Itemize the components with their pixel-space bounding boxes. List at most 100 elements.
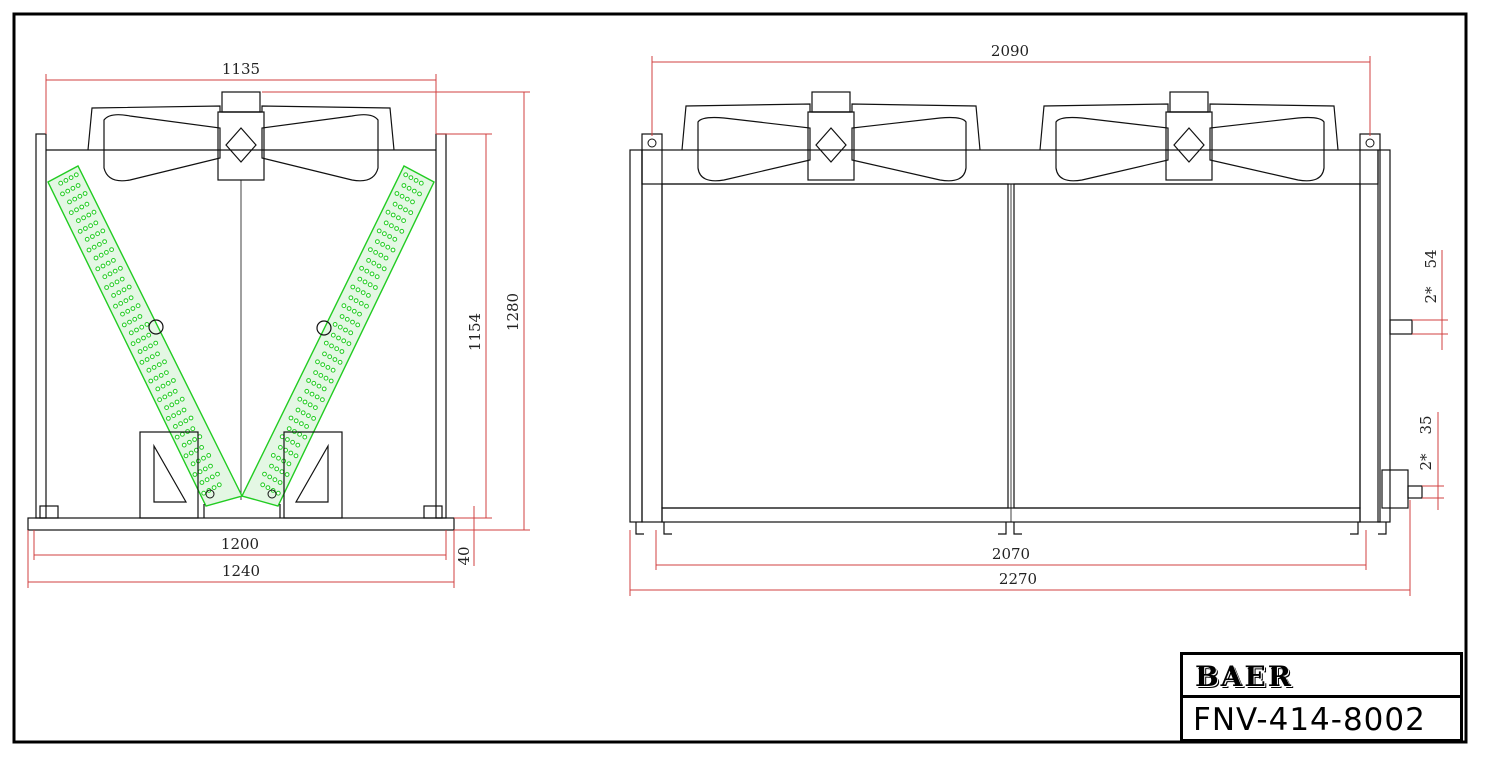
coil-hole xyxy=(302,399,308,405)
coil-hole xyxy=(336,335,341,341)
coil-hole xyxy=(139,359,145,365)
side-coil-left xyxy=(47,165,244,507)
coil-hole xyxy=(408,175,414,181)
coil-hole xyxy=(297,396,303,402)
coil-hole xyxy=(337,359,343,365)
coil-hole xyxy=(277,480,283,485)
coil-hole xyxy=(121,287,127,293)
coil-hole xyxy=(272,477,278,483)
side-dim-height-inner: 1154 xyxy=(466,313,484,351)
coil-hole xyxy=(390,212,396,218)
coil-hole xyxy=(135,303,141,309)
coil-hole xyxy=(204,477,210,483)
coil-hole xyxy=(202,466,208,472)
coil-hole xyxy=(371,260,377,266)
coil-hole xyxy=(351,308,357,314)
coil-hole xyxy=(183,453,189,459)
coil-hole xyxy=(321,386,327,392)
coil-hole xyxy=(313,405,318,411)
coil-hole xyxy=(146,367,152,373)
coil-hole xyxy=(418,180,424,186)
coil-hole xyxy=(334,346,340,352)
coil-hole xyxy=(323,375,329,381)
coil-hole xyxy=(399,228,405,234)
front-fan-1 xyxy=(681,91,981,182)
coil-hole xyxy=(285,437,290,442)
coil-hole xyxy=(373,285,378,290)
coil-hole xyxy=(126,284,132,290)
coil-hole xyxy=(293,453,299,459)
front-dim-connection-upper: 54 xyxy=(1422,249,1440,268)
coil-hole xyxy=(339,349,345,354)
coil-hole xyxy=(100,228,106,234)
coil-hole xyxy=(60,191,65,197)
coil-hole xyxy=(374,274,380,280)
coil-hole xyxy=(330,332,336,338)
coil-hole xyxy=(320,397,325,403)
front-coil-panel-right xyxy=(1013,183,1361,509)
coil-hole xyxy=(381,266,387,272)
coil-hole xyxy=(153,375,159,381)
coil-hole xyxy=(327,354,333,360)
coil-hole xyxy=(385,209,391,215)
coil-hole xyxy=(90,234,95,239)
coil-hole xyxy=(211,485,217,491)
front-dim-inner-width: 2070 xyxy=(992,545,1030,563)
coil-hole xyxy=(201,490,207,496)
coil-hole xyxy=(353,298,359,304)
coil-hole xyxy=(188,450,194,456)
coil-hole xyxy=(137,314,143,319)
coil-hole xyxy=(93,255,99,261)
coil-hole xyxy=(304,388,310,394)
coil-hole xyxy=(376,228,382,234)
coil-hole xyxy=(97,242,102,247)
coil-hole xyxy=(100,263,106,269)
front-dim-top-width: 2090 xyxy=(991,42,1029,60)
coil-hole xyxy=(267,474,273,480)
coil-hole xyxy=(367,282,373,288)
side-coil-drain-right xyxy=(267,489,277,499)
coil-hole xyxy=(164,370,169,376)
front-lifting-eye-right xyxy=(1365,138,1375,148)
coil-hole xyxy=(260,482,266,488)
coil-hole xyxy=(216,482,222,488)
coil-hole xyxy=(173,424,178,429)
coil-hole xyxy=(403,172,409,178)
coil-hole xyxy=(76,218,81,224)
coil-hole xyxy=(276,455,281,461)
coil-hole xyxy=(328,378,334,384)
coil-hole xyxy=(116,290,122,296)
coil-hole xyxy=(130,341,136,347)
coil-hole xyxy=(320,362,326,368)
coil-hole xyxy=(84,236,90,242)
coil-hole xyxy=(192,472,198,477)
coil-hole xyxy=(75,183,81,188)
coil-hole xyxy=(392,236,398,242)
coil-hole xyxy=(406,185,412,191)
coil-hole xyxy=(408,210,414,216)
coil-hole xyxy=(58,180,64,186)
coil-hole xyxy=(132,316,138,322)
coil-hole xyxy=(369,271,375,277)
coil-hole xyxy=(95,266,101,272)
coil-hole xyxy=(123,298,129,304)
coil-hole xyxy=(358,301,364,306)
coil-hole xyxy=(350,319,355,325)
coil-hole xyxy=(300,410,306,416)
coil-hole xyxy=(394,226,400,231)
coil-hole xyxy=(209,474,215,480)
front-view: 2090 2070 2270 54 2* 35 2* xyxy=(629,42,1448,596)
coil-hole xyxy=(390,247,396,253)
coil-hole xyxy=(344,316,350,322)
coil-hole xyxy=(403,207,408,213)
front-foot-4 xyxy=(1013,522,1022,535)
coil-hole xyxy=(119,276,125,282)
coil-hole xyxy=(68,175,74,181)
front-lifting-eye-left xyxy=(647,138,657,148)
coil-hole xyxy=(288,450,294,456)
coil-hole xyxy=(396,215,401,221)
coil-hole xyxy=(192,437,198,442)
coil-hole xyxy=(149,354,155,360)
coil-hole xyxy=(113,303,118,309)
coil-hole xyxy=(332,322,338,327)
